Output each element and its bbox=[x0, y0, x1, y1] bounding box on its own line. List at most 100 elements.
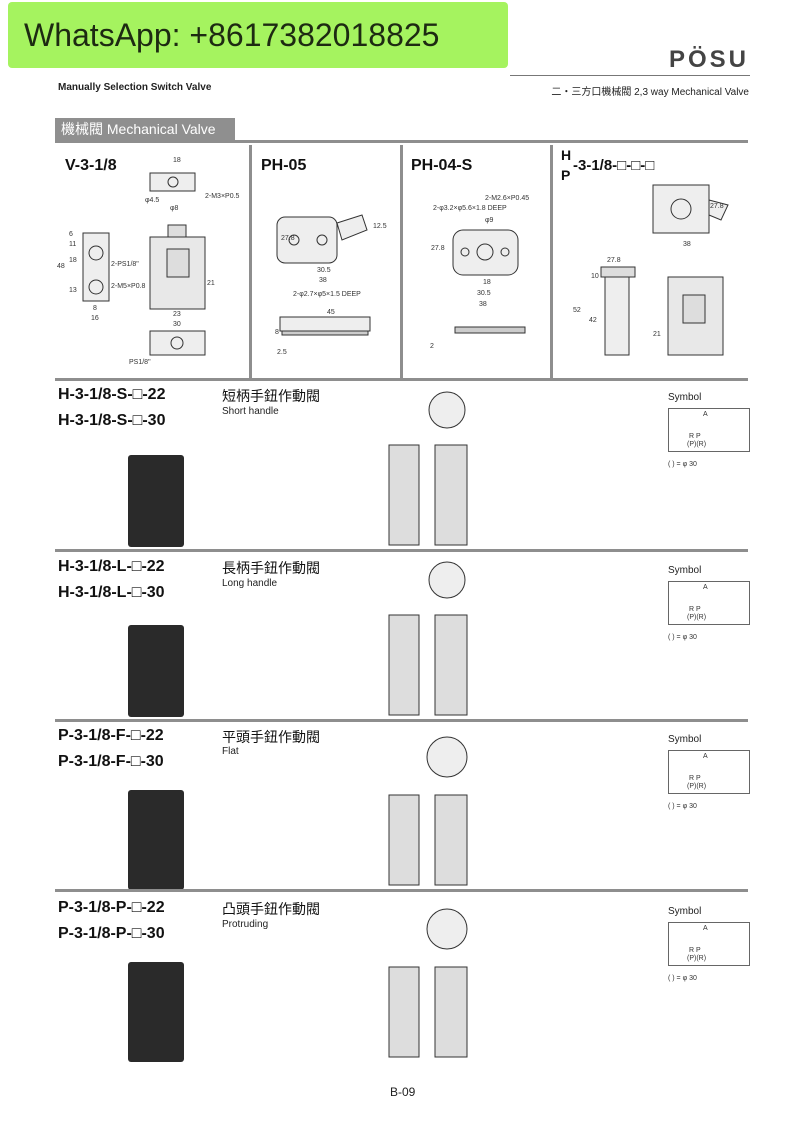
dim-label: 27.8 bbox=[710, 203, 724, 210]
section-title-cn: 凸頭手鈕作動閥 bbox=[222, 901, 320, 917]
dim-label: 8 bbox=[93, 305, 97, 312]
long-handle-drawing bbox=[388, 561, 468, 716]
hp318-drawing bbox=[600, 184, 729, 356]
section-title-cn: 長柄手鈕作動閥 bbox=[222, 560, 320, 576]
divider bbox=[55, 378, 748, 381]
dim-label: 27.8 bbox=[431, 245, 445, 252]
divider bbox=[55, 719, 748, 722]
port-label: (P)(R) bbox=[687, 614, 707, 621]
dim-label: 13 bbox=[69, 287, 77, 294]
panel-model-hp-top: H bbox=[561, 147, 572, 163]
dim-label: 6 bbox=[69, 231, 73, 238]
model-code: P-3-1/8-F-□-22 bbox=[58, 727, 164, 744]
panel-divider bbox=[550, 145, 553, 378]
product-photo bbox=[128, 790, 184, 890]
product-photo bbox=[128, 962, 184, 1062]
short-handle-drawing bbox=[388, 391, 468, 546]
ph05-drawing bbox=[276, 214, 371, 336]
dim-label: PS1/8" bbox=[129, 359, 151, 366]
v318-drawing bbox=[82, 172, 206, 356]
symbol-note: ( ) = φ 30 bbox=[668, 975, 697, 982]
dim-label: 2.5 bbox=[277, 349, 287, 356]
dim-label: 38 bbox=[683, 241, 691, 248]
dim-label: φ9 bbox=[485, 217, 494, 224]
model-code: P-3-1/8-P-□-22 bbox=[58, 899, 165, 916]
valve-symbol: A R P (P)(R) bbox=[668, 408, 750, 452]
dim-label: 21 bbox=[207, 280, 215, 287]
port-label: (P)(R) bbox=[687, 441, 707, 448]
port-label: (P)(R) bbox=[687, 783, 707, 790]
valve-symbol: A R P (P)(R) bbox=[668, 922, 750, 966]
page-title-right: 二・三方口機械閥 2,3 way Mechanical Valve bbox=[551, 87, 749, 98]
section-title-en: Flat bbox=[222, 746, 239, 757]
dim-label: 38 bbox=[479, 301, 487, 308]
panel-model-hp: -3-1/8-□-□-□ bbox=[573, 157, 655, 174]
ph04s-drawing bbox=[452, 229, 526, 334]
panel-model-ph04s: PH-04-S bbox=[411, 157, 473, 174]
port-label: R P bbox=[689, 775, 701, 782]
divider bbox=[55, 549, 748, 552]
dim-label: 2-M5×P0.8 bbox=[111, 283, 146, 290]
page-title-left: Manually Selection Switch Valve bbox=[58, 82, 212, 93]
panel-model-v318: V-3-1/8 bbox=[65, 157, 117, 174]
port-label: A bbox=[703, 411, 708, 418]
dim-label: 45 bbox=[327, 309, 335, 316]
dim-label: 18 bbox=[483, 279, 491, 286]
product-photo bbox=[128, 625, 184, 717]
dim-label: 18 bbox=[69, 257, 77, 264]
symbol-note: ( ) = φ 30 bbox=[668, 803, 697, 810]
product-photo bbox=[128, 455, 184, 547]
dim-label: φ8 bbox=[170, 205, 179, 212]
port-label: R P bbox=[689, 947, 701, 954]
section-title-cn: 平頭手鈕作動閥 bbox=[222, 729, 320, 745]
header-rule bbox=[510, 75, 750, 76]
dim-label: 42 bbox=[589, 317, 597, 324]
whatsapp-watermark: WhatsApp: +8617382018825 bbox=[8, 2, 508, 68]
dim-label: φ4.5 bbox=[145, 197, 160, 204]
symbol-label: Symbol bbox=[668, 392, 702, 403]
dim-label: 2-M2.6×P0.45 bbox=[485, 195, 530, 202]
dim-label: 30.5 bbox=[317, 267, 331, 274]
dim-label: 2-M3×P0.5 bbox=[205, 193, 240, 200]
port-label: R P bbox=[689, 606, 701, 613]
port-label: (P)(R) bbox=[687, 955, 707, 962]
dim-label: 30 bbox=[173, 321, 181, 328]
page-number: B-09 bbox=[390, 1085, 416, 1099]
valve-symbol: A R P (P)(R) bbox=[668, 581, 750, 625]
symbol-label: Symbol bbox=[668, 565, 702, 576]
divider-top bbox=[55, 140, 748, 143]
dim-label: 12.5 bbox=[373, 223, 387, 230]
dim-label: 27.8 bbox=[607, 257, 621, 264]
panel-model-ph05: PH-05 bbox=[261, 157, 307, 174]
model-code: H-3-1/8-S-□-30 bbox=[58, 412, 166, 429]
mechanical-valve-panels: V-3-1/8 18 2-M3×P0.5 φ4.5 φ8 48 11 6 18 … bbox=[55, 145, 748, 378]
dim-label: 10 bbox=[591, 273, 599, 280]
port-label: A bbox=[703, 753, 708, 760]
flat-drawing bbox=[388, 736, 468, 886]
section-title-en: Protruding bbox=[222, 919, 269, 930]
symbol-note: ( ) = φ 30 bbox=[668, 634, 697, 641]
dim-label: 23 bbox=[173, 311, 181, 318]
dim-label: 27.8 bbox=[281, 235, 295, 242]
dim-label: 2 bbox=[430, 343, 434, 350]
dim-label: 48 bbox=[57, 263, 65, 270]
dim-label: 38 bbox=[319, 277, 327, 284]
panel-model-hp-bottom: P bbox=[561, 167, 571, 183]
dim-label: 21 bbox=[653, 331, 661, 338]
dim-label: 11 bbox=[69, 241, 77, 248]
section-title-en: Long handle bbox=[222, 578, 278, 589]
panel-divider bbox=[249, 145, 252, 378]
symbol-label: Symbol bbox=[668, 906, 702, 917]
symbol-label: Symbol bbox=[668, 734, 702, 745]
dim-label: 16 bbox=[91, 315, 99, 322]
port-label: A bbox=[703, 925, 708, 932]
section-title-en: Short handle bbox=[222, 406, 279, 417]
model-code: P-3-1/8-P-□-30 bbox=[58, 925, 165, 942]
divider bbox=[55, 889, 748, 892]
valve-symbol: A R P (P)(R) bbox=[668, 750, 750, 794]
brand-logo: PÖSU bbox=[668, 46, 749, 73]
dim-label: 18 bbox=[173, 157, 181, 164]
dim-label: 52 bbox=[573, 307, 581, 314]
dim-label: 2-φ2.7×φ5×1.5 DEEP bbox=[293, 291, 361, 298]
model-code: H-3-1/8-L-□-30 bbox=[58, 584, 165, 601]
